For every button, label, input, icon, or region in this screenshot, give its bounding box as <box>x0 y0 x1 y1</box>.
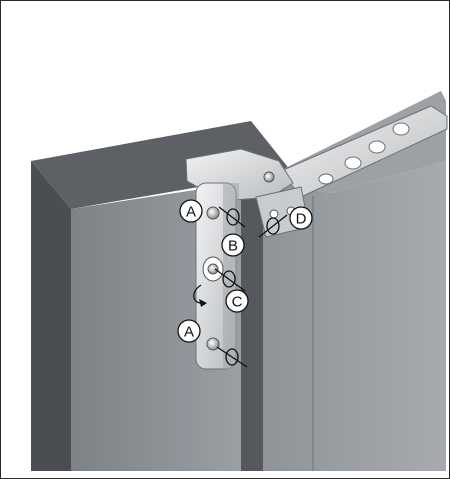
hinge-screw <box>264 172 274 182</box>
callout-a-top: A <box>180 200 202 222</box>
rail-hole <box>345 157 361 169</box>
screw-a-top <box>207 207 219 219</box>
callout-a-bottom: A <box>178 320 200 342</box>
callout-b-label: B <box>228 238 238 255</box>
callout-b: B <box>222 234 244 256</box>
callout-c: C <box>226 290 248 312</box>
rail-hole <box>319 174 333 184</box>
callout-d: D <box>290 207 312 229</box>
door-left-edge <box>31 161 71 471</box>
callout-a-bottom-label: A <box>184 324 194 341</box>
cabinet-gap <box>241 179 263 471</box>
callout-c-label: C <box>232 294 243 311</box>
adjustment-screw-c <box>208 264 218 274</box>
callout-a-top-label: A <box>186 204 196 221</box>
rail-hole <box>369 141 385 153</box>
screw-a-bottom <box>207 338 219 350</box>
hinge-screw <box>270 210 278 218</box>
rail-hole <box>393 123 409 135</box>
callout-d-label: D <box>296 211 307 228</box>
